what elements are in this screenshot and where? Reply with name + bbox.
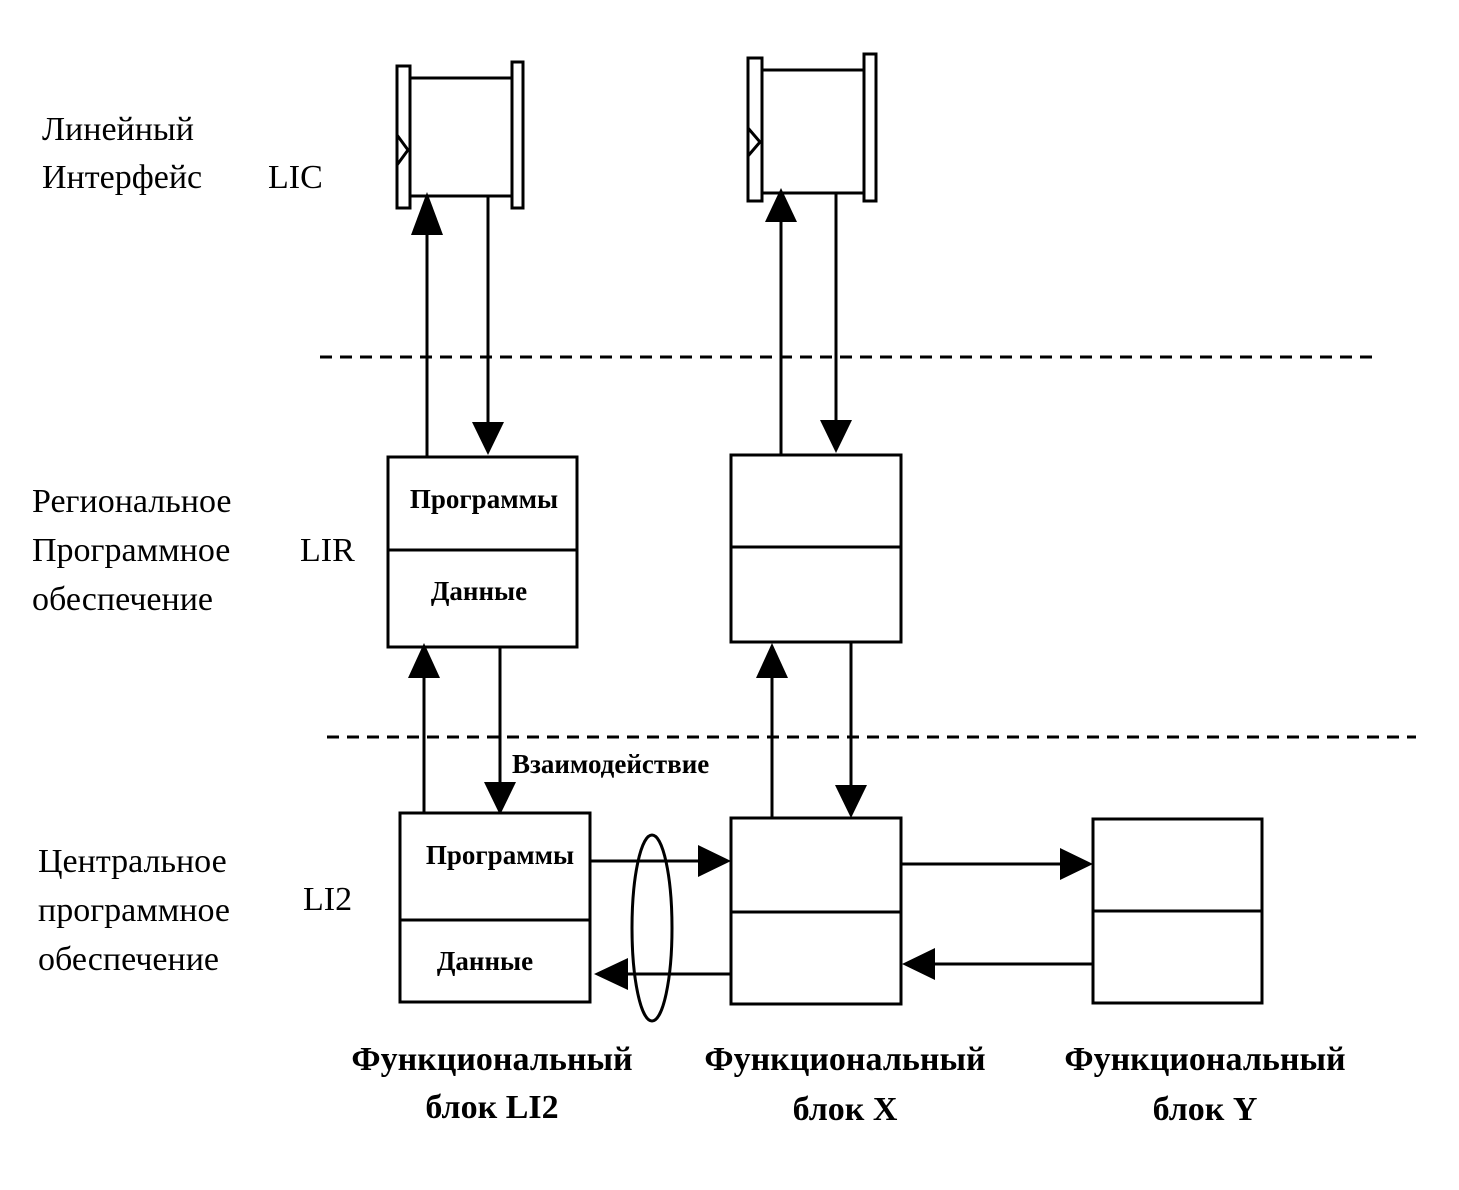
arrow-x-to-y (901, 848, 1093, 880)
lic-label-line2: Интерфейс (42, 159, 202, 196)
interaction-ellipse (630, 833, 674, 1023)
lir-block-left (386, 455, 579, 649)
lir-code: LIR (300, 532, 355, 569)
li2-label-line3: обеспечение (38, 941, 219, 978)
lir-label-line3: обеспечение (32, 581, 213, 618)
arrow-lir-to-lic-left (411, 192, 443, 457)
caption-fb-y-line1: Функциональный (1064, 1041, 1345, 1078)
lic-code: LIC (268, 159, 323, 196)
arrow-lic-to-lir-right (820, 193, 852, 453)
line-interface-spool-left (395, 60, 525, 210)
li2-code: LI2 (303, 881, 352, 918)
li2-label-line2: программное (38, 892, 230, 929)
caption-fb-y-line2: блок Y (1153, 1091, 1258, 1128)
caption-fb-li2-line1: Функциональный (351, 1041, 632, 1078)
line-interface-spool-right (746, 52, 878, 203)
functional-block-y (1091, 817, 1264, 1005)
arrow-li2-to-x (590, 845, 731, 877)
lir-programs-label: Программы (410, 484, 558, 514)
arrow-x-to-li2 (594, 958, 731, 990)
caption-fb-x-line2: блок X (793, 1091, 898, 1128)
lir-label-line1: Региональное (32, 483, 231, 520)
arrow-li2-to-lir-left (408, 643, 440, 812)
arrow-li2-to-lir-right (756, 643, 788, 818)
lir-block-right (729, 453, 903, 644)
lir-label-line2: Программное (32, 532, 230, 569)
lir-data-label: Данные (431, 576, 527, 606)
functional-block-li2 (398, 811, 592, 1004)
li2-data-label: Данные (437, 946, 533, 976)
caption-fb-x-line1: Функциональный (704, 1041, 985, 1078)
arrow-lir-to-li2-left (484, 647, 516, 815)
arrow-y-to-x (902, 948, 1093, 980)
caption-fb-li2-line2: блок LI2 (425, 1089, 558, 1126)
arrow-lir-to-li2-right (835, 642, 867, 818)
functional-block-x (729, 816, 903, 1006)
li2-programs-label: Программы (426, 840, 574, 870)
interaction-label: Взаимодействие (512, 749, 709, 779)
arrow-lir-to-lic-right (765, 188, 797, 455)
li2-label-line1: Центральное (38, 843, 227, 880)
arrow-lic-to-lir-left (472, 196, 504, 455)
lic-label-line1: Линейный (42, 111, 194, 148)
